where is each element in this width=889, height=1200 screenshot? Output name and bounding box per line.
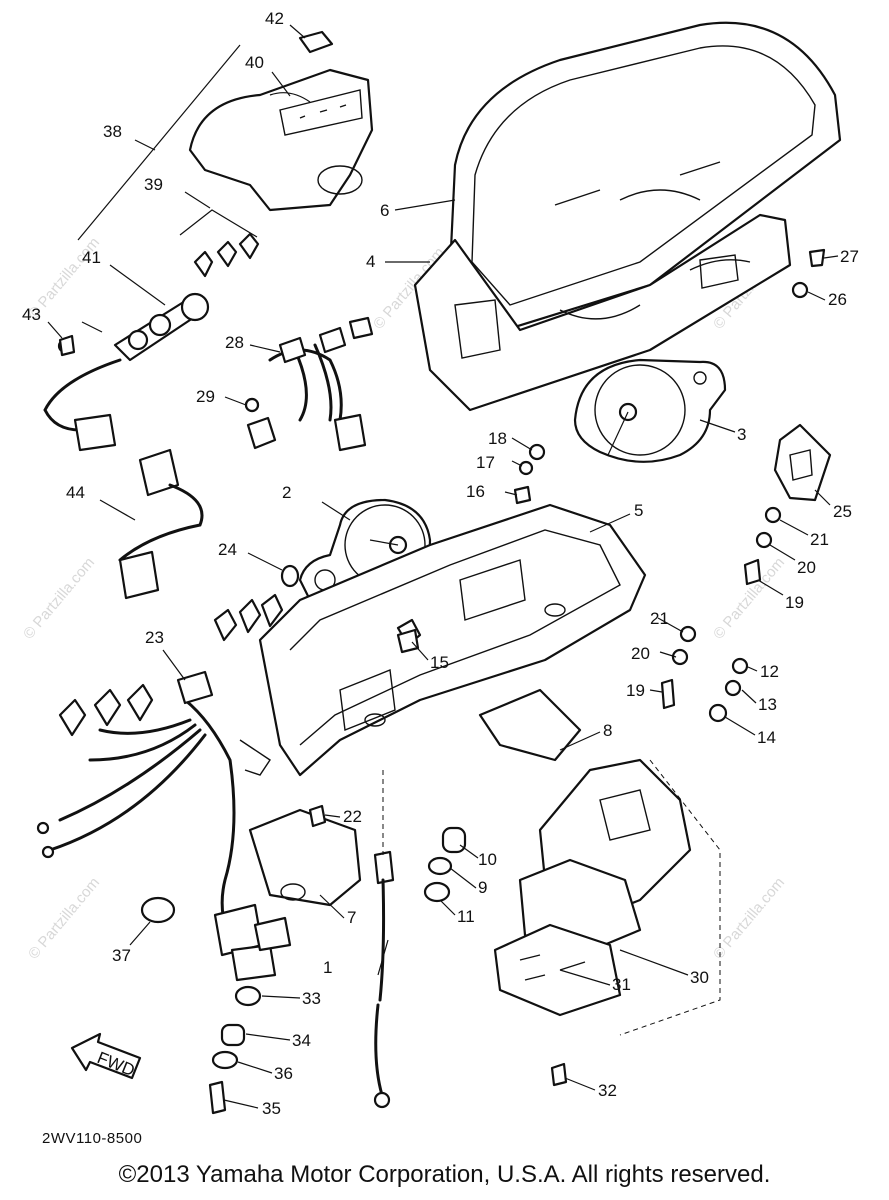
callout-1: 1 bbox=[323, 958, 332, 977]
callout-16: 16 bbox=[466, 482, 485, 501]
callout-27: 27 bbox=[840, 247, 859, 266]
indicator-group bbox=[188, 30, 374, 212]
callout-43: 43 bbox=[22, 305, 41, 324]
bulbs bbox=[179, 209, 260, 278]
watermark: © Partzilla.com bbox=[20, 554, 98, 642]
callout-9: 9 bbox=[478, 878, 487, 897]
sub-harness-44 bbox=[118, 448, 204, 600]
callout-40: 40 bbox=[245, 53, 264, 72]
watermark: © Partzilla.com bbox=[710, 874, 788, 962]
callout-12: 12 bbox=[760, 662, 779, 681]
callout-20b: 20 bbox=[631, 644, 650, 663]
callout-35: 35 bbox=[262, 1099, 281, 1118]
lower-bracket bbox=[478, 688, 721, 1036]
callout-23: 23 bbox=[145, 628, 164, 647]
callout-36: 36 bbox=[274, 1064, 293, 1083]
callout-5: 5 bbox=[634, 501, 643, 520]
meter-case bbox=[258, 503, 647, 777]
socket-harness bbox=[43, 292, 210, 452]
diagram-code: 2WV110-8500 bbox=[42, 1130, 143, 1147]
callout-4: 4 bbox=[366, 252, 375, 271]
fwd-arrow: FWD bbox=[70, 1032, 142, 1080]
callout-3: 3 bbox=[737, 425, 746, 444]
lamp-harness-28 bbox=[244, 316, 374, 452]
callouts: 1 2 3 4 5 6 7 8 9 10 11 12 13 14 15 16 1… bbox=[22, 9, 859, 1118]
copyright-notice: ©2013 Yamaha Motor Corporation, U.S.A. A… bbox=[118, 1161, 771, 1188]
callout-33: 33 bbox=[302, 989, 321, 1008]
fwd-label: FWD bbox=[95, 1048, 138, 1080]
meter-cover-housing bbox=[413, 21, 842, 412]
callout-25: 25 bbox=[833, 502, 852, 521]
callout-21: 21 bbox=[810, 530, 829, 549]
main-harness bbox=[36, 593, 362, 982]
callout-14: 14 bbox=[757, 728, 776, 747]
callout-37: 37 bbox=[112, 946, 131, 965]
callout-17: 17 bbox=[476, 453, 495, 472]
callout-6: 6 bbox=[380, 201, 389, 220]
callout-21b: 21 bbox=[650, 609, 669, 628]
callout-34: 34 bbox=[292, 1031, 311, 1050]
hardware bbox=[58, 248, 832, 1115]
callout-13: 13 bbox=[758, 695, 777, 714]
callout-15: 15 bbox=[430, 653, 449, 672]
callout-32: 32 bbox=[598, 1081, 617, 1100]
callout-29: 29 bbox=[196, 387, 215, 406]
callout-39: 39 bbox=[144, 175, 163, 194]
callout-19: 19 bbox=[785, 593, 804, 612]
callout-20: 20 bbox=[797, 558, 816, 577]
callout-2: 2 bbox=[282, 483, 291, 502]
callout-19b: 19 bbox=[626, 681, 645, 700]
speedometer-cable bbox=[373, 770, 395, 1109]
callout-31: 31 bbox=[612, 975, 631, 994]
callout-11: 11 bbox=[457, 907, 475, 926]
callout-44: 44 bbox=[66, 483, 85, 502]
callout-38: 38 bbox=[103, 122, 122, 141]
callout-28: 28 bbox=[225, 333, 244, 352]
callout-26: 26 bbox=[828, 290, 847, 309]
callout-18: 18 bbox=[488, 429, 507, 448]
callout-8: 8 bbox=[603, 721, 612, 740]
callout-42: 42 bbox=[265, 9, 284, 28]
callout-22: 22 bbox=[343, 807, 362, 826]
callout-41: 41 bbox=[82, 248, 101, 267]
callout-7: 7 bbox=[347, 908, 356, 927]
callout-10: 10 bbox=[478, 850, 497, 869]
watermark: © Partzilla.com bbox=[25, 874, 103, 962]
leader-lines bbox=[47, 24, 839, 1109]
callout-30: 30 bbox=[690, 968, 709, 987]
tachometer bbox=[573, 358, 727, 463]
callout-24: 24 bbox=[218, 540, 237, 559]
